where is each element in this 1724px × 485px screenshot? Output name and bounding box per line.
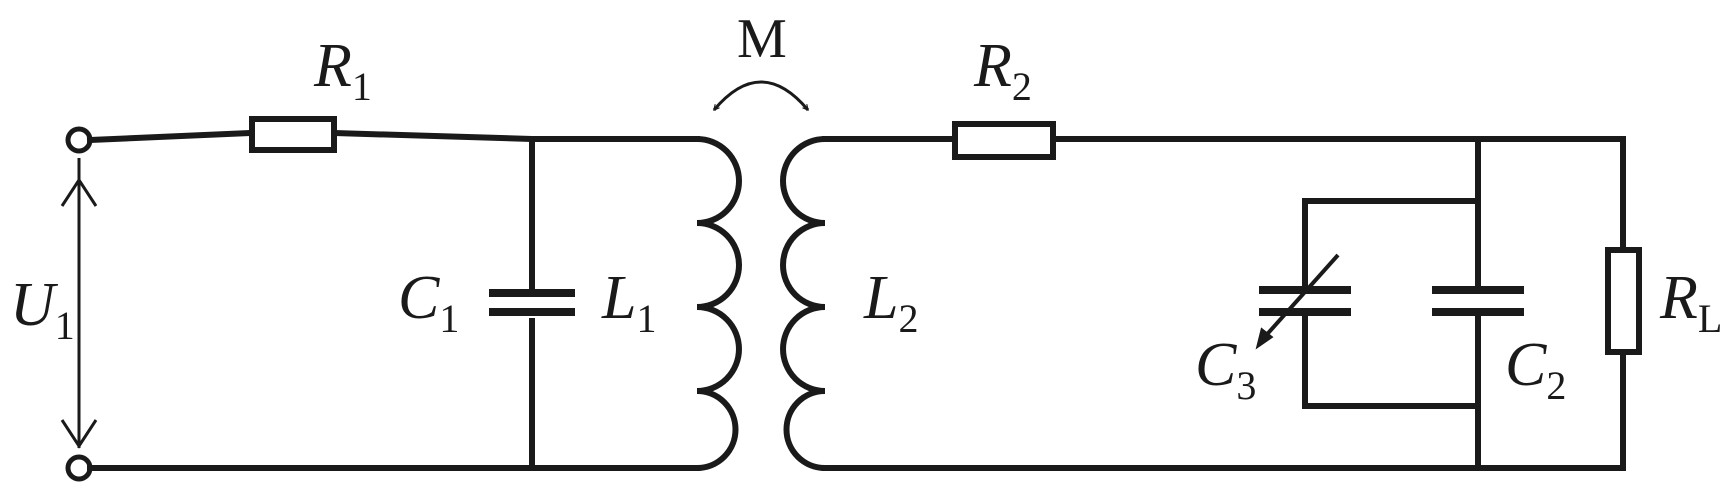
mutual-coupling-arrow	[712, 80, 810, 110]
label-l1: L1	[601, 264, 656, 341]
inductor-l2	[780, 135, 829, 472]
variable-capacitor-c3	[1255, 253, 1351, 350]
primary-wires	[86, 129, 700, 471]
label-u1: U1	[10, 271, 75, 348]
label-c1: C1	[398, 264, 459, 341]
secondary-wires	[822, 136, 1626, 471]
resistor-r1	[249, 116, 337, 153]
input-terminal-top	[65, 126, 93, 154]
label-rl: RL	[1659, 264, 1722, 341]
label-r1: R1	[313, 32, 372, 109]
label-c2: C2	[1505, 331, 1566, 408]
capacitor-c2	[1432, 286, 1524, 316]
input-terminal-bottom	[65, 454, 93, 482]
label-r2: R2	[973, 32, 1032, 109]
resistor-rl	[1605, 247, 1642, 355]
source-voltage-arrow	[60, 158, 98, 449]
inductor-l1	[693, 135, 742, 472]
capacitor-c1	[489, 289, 575, 316]
label-mutual-m: M	[737, 8, 787, 70]
resistor-r2	[952, 121, 1056, 160]
label-c3: C3	[1195, 331, 1256, 408]
label-l2: L2	[863, 264, 918, 341]
